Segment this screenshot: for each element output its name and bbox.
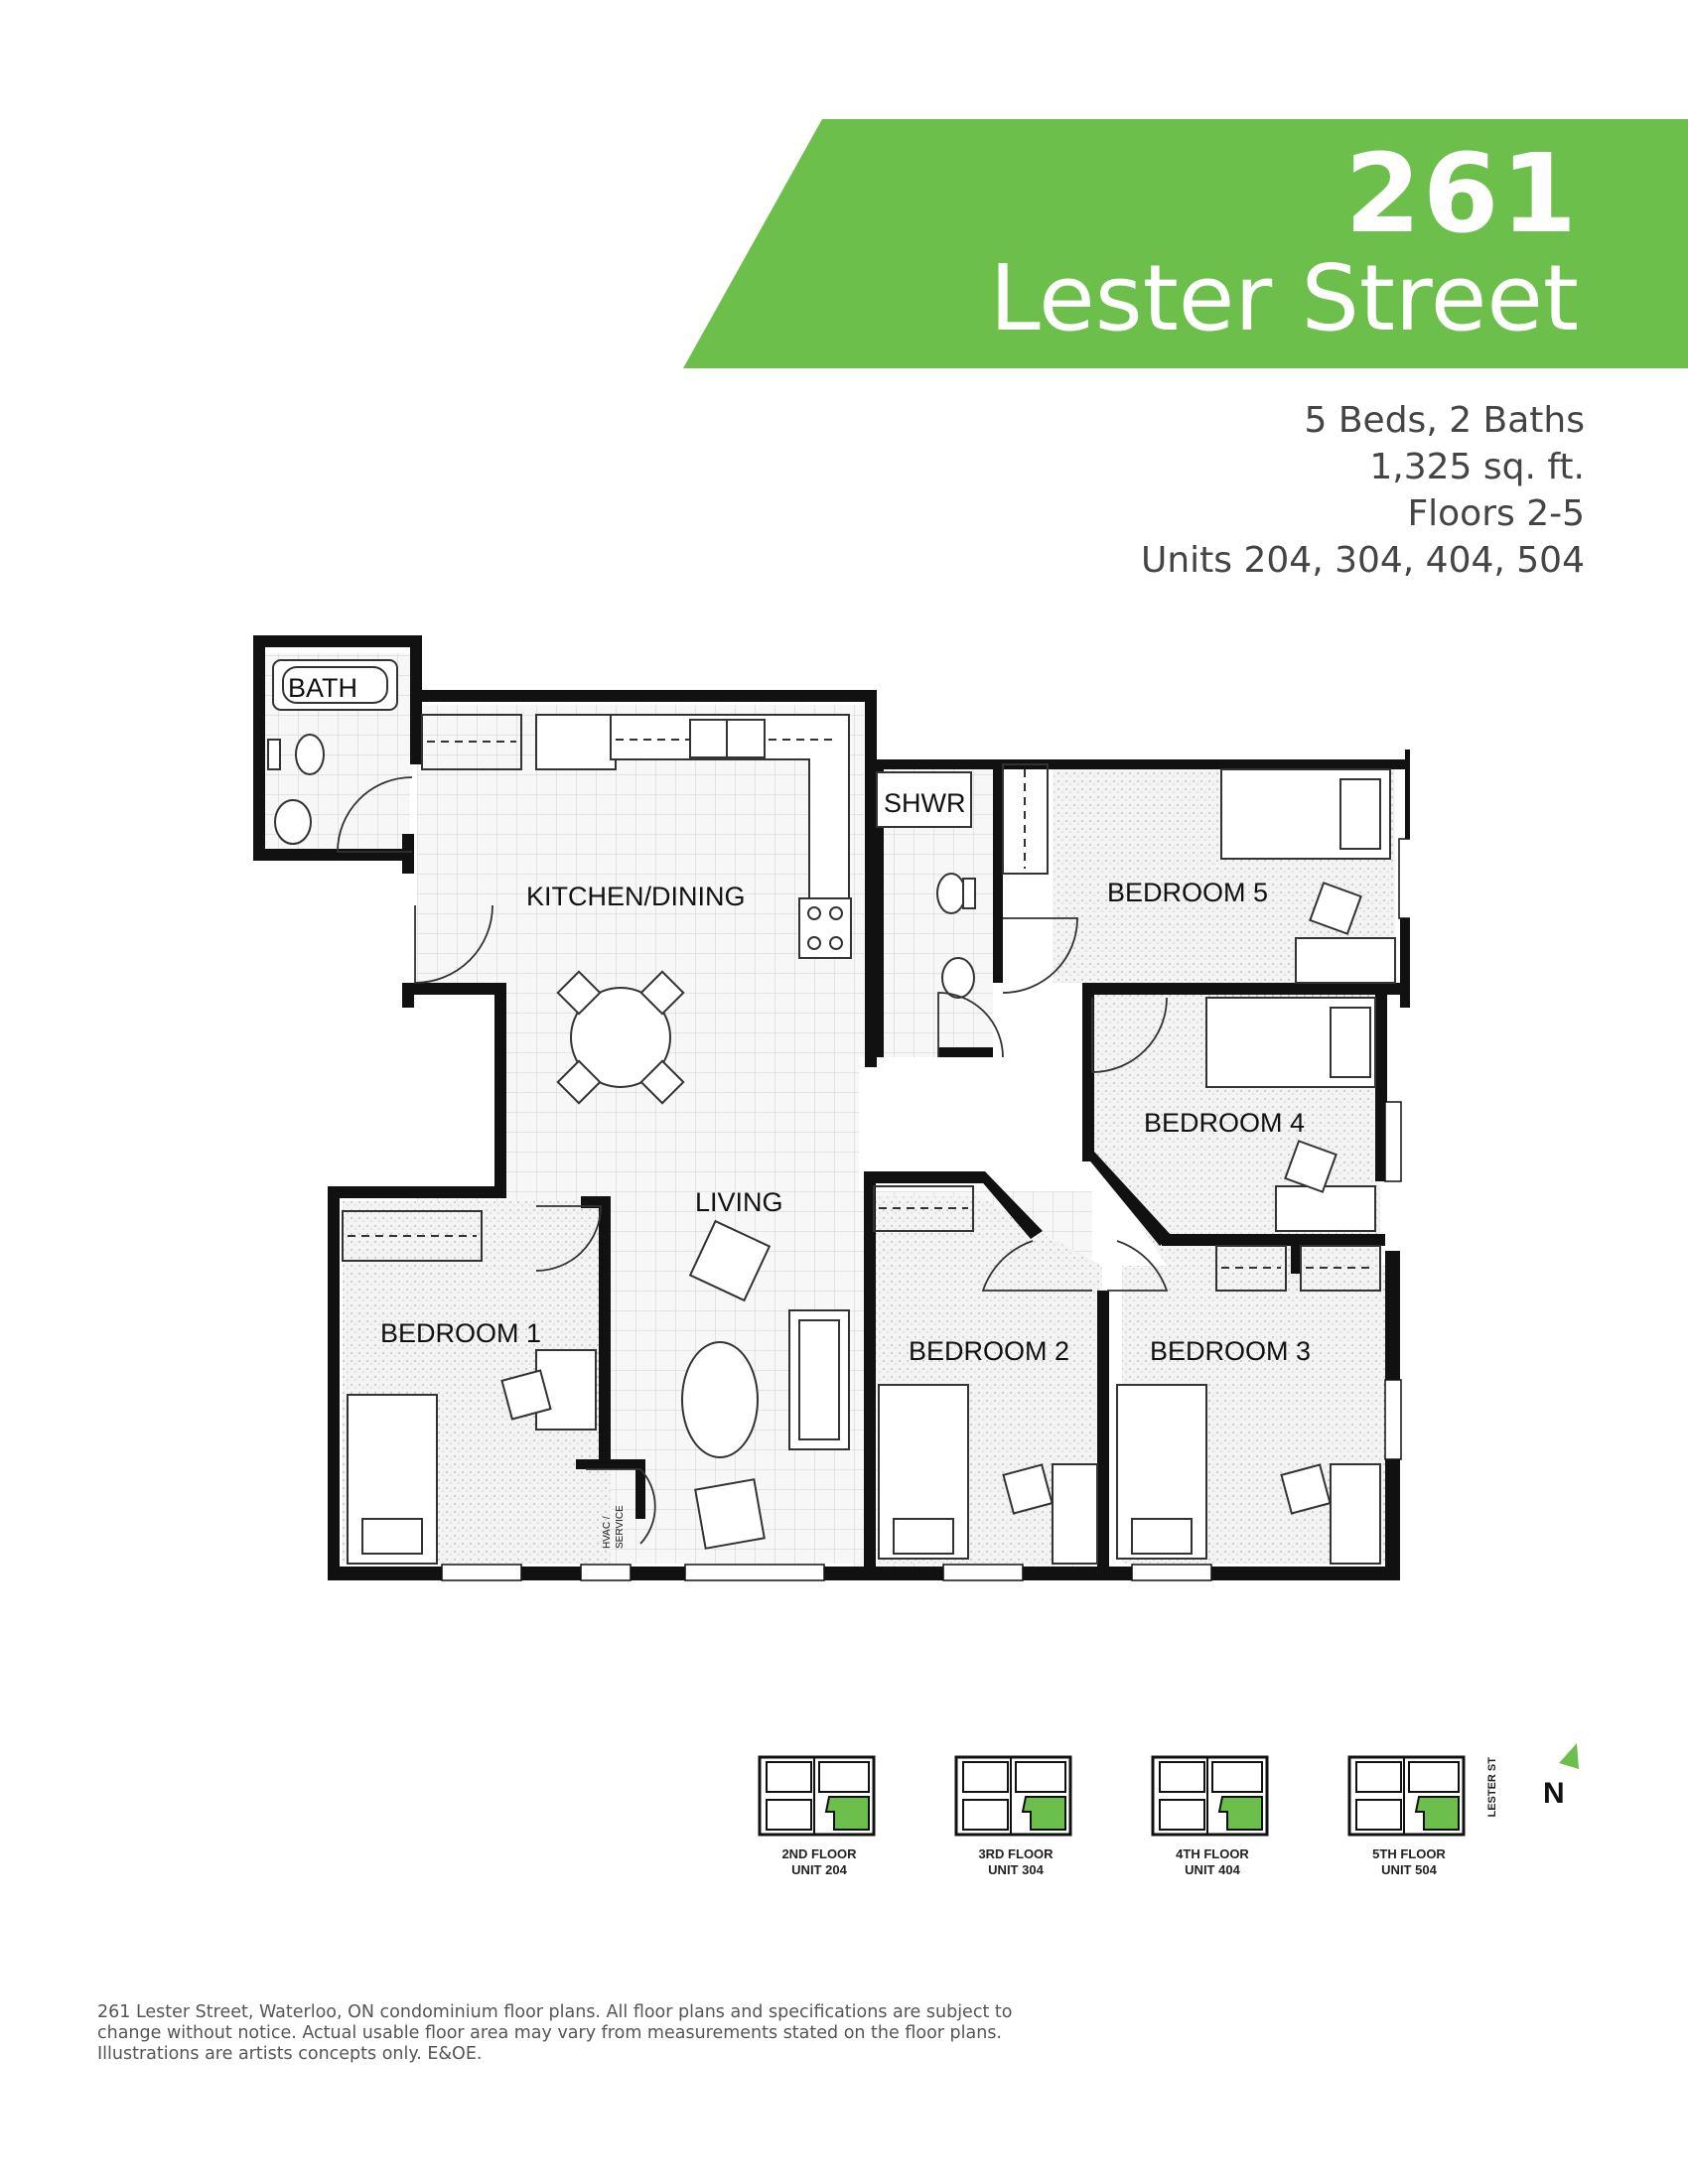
key-plan-thumbnail bbox=[1151, 1755, 1269, 1837]
floors: Floors 2-5 bbox=[1407, 493, 1585, 534]
hvac-label: HVAC / SERVICE bbox=[602, 1505, 626, 1549]
room-label-bedroom-4: BEDROOM 4 bbox=[1144, 1108, 1305, 1138]
north-label: N bbox=[1543, 1777, 1565, 1810]
hvac-line-2: SERVICE bbox=[615, 1505, 626, 1549]
room-label-bedroom-3: BEDROOM 3 bbox=[1150, 1336, 1311, 1366]
key-plan-floor: 5TH FLOOR bbox=[1372, 1846, 1446, 1861]
room-label-living: LIVING bbox=[695, 1187, 783, 1217]
key-plan-floor: 4TH FLOOR bbox=[1176, 1846, 1249, 1861]
key-plan-thumbnail bbox=[758, 1755, 876, 1837]
key-plan-3rd-floor: 3RD FLOOR UNIT 304 bbox=[951, 1752, 1080, 1878]
key-plan-5th-floor: 5TH FLOOR UNIT 504 bbox=[1344, 1752, 1474, 1878]
north-arrow-icon: N bbox=[1543, 1743, 1579, 1810]
key-plan-thumbnail bbox=[954, 1755, 1072, 1837]
closets bbox=[342, 714, 1381, 1292]
key-plan-thumbnail bbox=[1347, 1755, 1466, 1837]
room-label-bedroom-1: BEDROOM 1 bbox=[380, 1318, 541, 1348]
room-label-kitchen: KITCHEN/DINING bbox=[526, 882, 746, 911]
windows bbox=[441, 838, 1410, 1581]
room-label-bedroom-5: BEDROOM 5 bbox=[1107, 878, 1268, 907]
header-banner bbox=[683, 119, 1688, 368]
square-footage: 1,325 sq. ft. bbox=[1369, 447, 1585, 487]
key-plan-unit: UNIT 304 bbox=[988, 1862, 1044, 1877]
room-label-bedroom-2: BEDROOM 2 bbox=[909, 1336, 1069, 1366]
banner-shape bbox=[683, 119, 1688, 368]
street-orientation-label: LESTER ST bbox=[1486, 1757, 1498, 1818]
key-plan-unit: UNIT 404 bbox=[1185, 1862, 1240, 1877]
disclaimer: 261 Lester Street, Waterloo, ON condomin… bbox=[97, 2002, 1013, 2064]
key-plan-2nd-floor: 2ND FLOOR UNIT 204 bbox=[755, 1752, 884, 1878]
floor-plan: BATH SHWR KITCHEN/DINING LIVING BEDROOM … bbox=[253, 635, 1410, 1581]
door-swings bbox=[337, 776, 1169, 1545]
key-plan-floor: 2ND FLOOR bbox=[781, 1846, 857, 1861]
room-label-bath: BATH bbox=[288, 673, 357, 703]
key-plan-floor: 3RD FLOOR bbox=[978, 1846, 1054, 1861]
kitchen-counters bbox=[535, 714, 852, 959]
bath-fixtures bbox=[267, 659, 976, 999]
unit-numbers: Units 204, 304, 404, 504 bbox=[1141, 540, 1585, 581]
key-plan-4th-floor: 4TH FLOOR UNIT 404 bbox=[1148, 1752, 1277, 1878]
key-plan-unit: UNIT 504 bbox=[1381, 1862, 1437, 1877]
furniture bbox=[347, 768, 1396, 1565]
key-plan-unit: UNIT 204 bbox=[791, 1862, 847, 1877]
building-number: 261 bbox=[1344, 130, 1579, 257]
beds-baths: 5 Beds, 2 Baths bbox=[1304, 400, 1585, 441]
building-street: Lester Street bbox=[989, 245, 1579, 351]
hvac-line-1: HVAC / bbox=[602, 1516, 613, 1549]
walls bbox=[253, 635, 1410, 1580]
room-label-shower: SHWR bbox=[884, 788, 966, 818]
unit-specs: 5 Beds, 2 Baths 1,325 sq. ft. Floors 2-5… bbox=[1141, 397, 1585, 584]
